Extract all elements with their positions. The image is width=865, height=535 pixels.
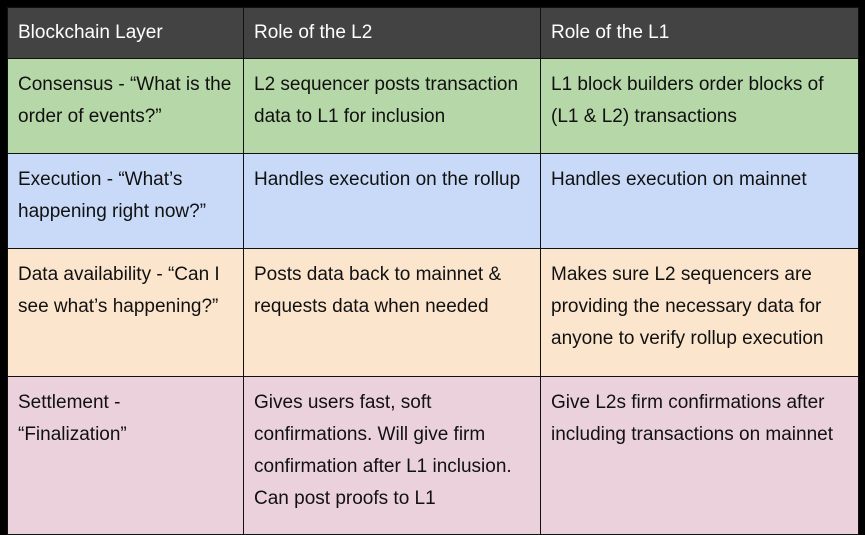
cell-l2-role: Gives users fast, soft confirmations. Wi… [243, 376, 541, 535]
cell-l1-role: Handles execution on mainnet [540, 153, 859, 249]
table-row-settlement: Settlement - “Finalization” Gives users … [7, 376, 859, 535]
table-frame: Blockchain Layer Role of the L2 Role of … [7, 7, 859, 535]
table-row-execution: Execution - “What’s happening right now?… [7, 153, 859, 249]
header-role-l1: Role of the L1 [540, 7, 859, 59]
cell-l2-role: Posts data back to mainnet & requests da… [243, 248, 541, 377]
header-blockchain-layer: Blockchain Layer [7, 7, 244, 59]
cell-l1-role: Give L2s firm confirmations after includ… [540, 376, 859, 535]
cell-layer: Execution - “What’s happening right now?… [7, 153, 244, 249]
cell-l2-role: L2 sequencer posts transaction data to L… [243, 58, 541, 154]
cell-l2-role: Handles execution on the rollup [243, 153, 541, 249]
table-row-consensus: Consensus - “What is the order of events… [7, 58, 859, 154]
table-row-data-availability: Data availability - “Can I see what’s ha… [7, 248, 859, 377]
cell-layer: Consensus - “What is the order of events… [7, 58, 244, 154]
cell-layer: Settlement - “Finalization” [7, 376, 244, 535]
header-role-l2: Role of the L2 [243, 7, 541, 59]
cell-layer: Data availability - “Can I see what’s ha… [7, 248, 244, 377]
cell-l1-role: Makes sure L2 sequencers are providing t… [540, 248, 859, 377]
cell-l1-role: L1 block builders order blocks of (L1 & … [540, 58, 859, 154]
table-header-row: Blockchain Layer Role of the L2 Role of … [7, 7, 859, 59]
blockchain-layers-table: Blockchain Layer Role of the L2 Role of … [7, 7, 859, 535]
